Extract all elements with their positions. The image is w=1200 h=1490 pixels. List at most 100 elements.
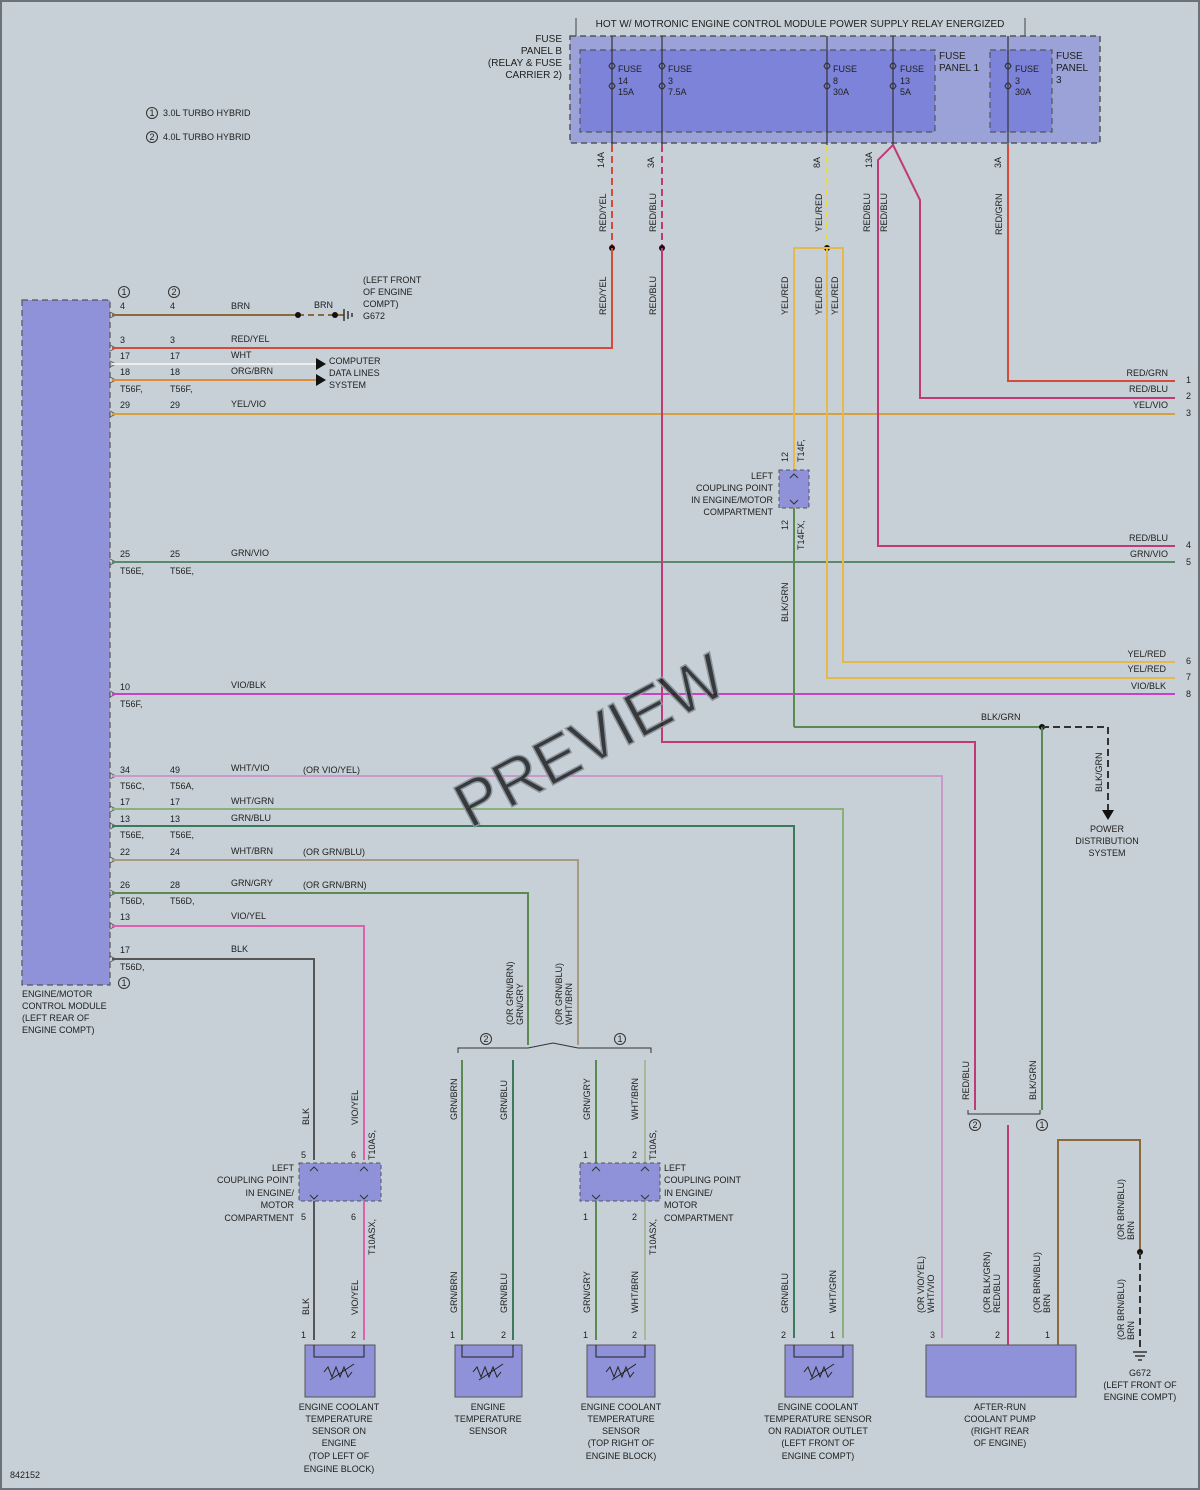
svg-text:RED/BLU: RED/BLU — [1129, 533, 1168, 543]
svg-text:25: 25 — [170, 549, 180, 559]
pump-variant-2: 2 — [972, 1120, 977, 1130]
svg-text:5: 5 — [1186, 557, 1191, 567]
ground-bottom-icon — [1133, 1351, 1147, 1361]
svg-text:(OR GRN/BLU): (OR GRN/BLU) — [554, 963, 564, 1025]
svg-text:T56D,: T56D, — [170, 896, 195, 906]
variant-note-6: (OR BRN/BLU) BRN — [1116, 1179, 1136, 1240]
svg-text:2: 2 — [632, 1212, 637, 1222]
coupling-top-conn-a: T14F, — [796, 439, 806, 462]
svg-text:T56D,: T56D, — [120, 896, 145, 906]
svg-text:ENGINE BLOCK): ENGINE BLOCK) — [304, 1464, 375, 1474]
svg-text:YEL/RED: YEL/RED — [780, 276, 790, 315]
svg-text:2: 2 — [995, 1330, 1000, 1340]
variant-note-5: (OR BRN/BLU) BRN — [1032, 1252, 1052, 1313]
svg-text:GRN/VIO: GRN/VIO — [1130, 549, 1168, 559]
svg-text:T56C,: T56C, — [120, 781, 145, 791]
svg-text:COOLANT PUMP: COOLANT PUMP — [964, 1414, 1036, 1424]
svg-text:28: 28 — [170, 880, 180, 890]
svg-text:WHT: WHT — [231, 350, 252, 360]
svg-text:3: 3 — [930, 1330, 935, 1340]
coupling-top-pin-b: 12 — [780, 520, 790, 530]
left-coupling-point-top — [778, 469, 810, 509]
svg-text:17: 17 — [120, 351, 130, 361]
svg-text:15A: 15A — [618, 87, 634, 97]
middle-branch-wire-labels: GRN/BRN GRN/BLU GRN/GRY WHT/BRN GRN/BRN … — [449, 1078, 838, 1313]
diagram-id: 842152 — [10, 1470, 40, 1480]
svg-text:T56F,: T56F, — [170, 384, 193, 394]
svg-text:T56E,: T56E, — [120, 830, 144, 840]
svg-text:WHT/VIO: WHT/VIO — [231, 763, 270, 773]
svg-text:30A: 30A — [1015, 87, 1031, 97]
svg-text:DISTRIBUTION: DISTRIBUTION — [1075, 836, 1139, 846]
svg-text:WHT/VIO: WHT/VIO — [926, 1275, 936, 1314]
svg-text:14: 14 — [618, 76, 628, 86]
svg-text:SENSOR: SENSOR — [602, 1426, 641, 1436]
svg-text:(OR GRN/BRN): (OR GRN/BRN) — [303, 880, 367, 890]
branch-wire-blk-bottom: BLK — [301, 1298, 311, 1315]
svg-text:3: 3 — [1015, 76, 1020, 86]
fuse-3: FUSE 3 7.5A — [658, 36, 692, 145]
pump-wire-redblu: RED/BLU — [961, 1061, 971, 1100]
svg-text:IN ENGINE/: IN ENGINE/ — [245, 1188, 294, 1198]
svg-text:13: 13 — [120, 814, 130, 824]
svg-text:(OR VIO/YEL): (OR VIO/YEL) — [303, 765, 360, 775]
svg-text:COUPLING POINT: COUPLING POINT — [696, 483, 774, 493]
svg-text:PANEL B: PANEL B — [521, 46, 562, 57]
svg-text:(OR BLK/GRN): (OR BLK/GRN) — [982, 1251, 992, 1313]
variant-note-2: (OR GRN/BLU) WHT/BRN — [554, 963, 574, 1025]
right-output-labels: RED/GRN 1 RED/BLU 2 YEL/VIO 3 RED/BLU 4 … — [1126, 368, 1191, 699]
svg-text:COMPUTER: COMPUTER — [329, 356, 381, 366]
computer-data-lines-label: COMPUTER DATA LINES SYSTEM — [329, 356, 381, 390]
svg-text:26: 26 — [120, 880, 130, 890]
svg-text:13: 13 — [120, 912, 130, 922]
svg-text:T56F,: T56F, — [120, 699, 143, 709]
svg-text:5A: 5A — [900, 87, 911, 97]
svg-text:3: 3 — [120, 335, 125, 345]
svg-text:FUSE: FUSE — [939, 51, 966, 62]
svg-text:YEL/RED: YEL/RED — [1127, 664, 1166, 674]
ecm-module — [21, 299, 111, 986]
svg-text:T56E,: T56E, — [170, 830, 194, 840]
svg-text:TEMPERATURE SENSOR: TEMPERATURE SENSOR — [764, 1414, 872, 1424]
svg-text:GRN/BLU: GRN/BLU — [780, 1273, 790, 1313]
svg-text:RED/BLU: RED/BLU — [992, 1274, 1002, 1313]
svg-text:BRN: BRN — [1042, 1294, 1052, 1313]
svg-text:ORG/BRN: ORG/BRN — [231, 366, 273, 376]
ecm-col2-marker: 2 — [171, 287, 176, 297]
svg-text:5: 5 — [301, 1212, 306, 1222]
svg-text:8: 8 — [833, 76, 838, 86]
coupling-left-pins: 5 6 5 6 T10AS, T10ASX, — [301, 1130, 377, 1255]
svg-text:MOTOR: MOTOR — [261, 1200, 295, 1210]
svg-text:SYSTEM: SYSTEM — [329, 380, 366, 390]
engine-coolant-temp-sensor-top-right: 1 2 ENGINE COOLANT TEMPERATURE SENSOR (T… — [581, 1330, 662, 1461]
svg-text:VIO/BLK: VIO/BLK — [231, 680, 266, 690]
svg-text:2: 2 — [1186, 391, 1191, 401]
svg-text:RED/YEL: RED/YEL — [598, 193, 608, 232]
svg-text:GRN/BRN: GRN/BRN — [449, 1271, 459, 1313]
fuse-panel-1-label: FUSE PANEL 1 — [939, 51, 979, 74]
arrow-down-icon — [1102, 810, 1114, 820]
svg-text:T56E,: T56E, — [170, 566, 194, 576]
coupling-right-pins: 1 2 1 2 T10AS, T10ASX, — [583, 1130, 658, 1255]
pump-wire-blkgrn: BLK/GRN — [1028, 1060, 1038, 1100]
svg-text:3: 3 — [1186, 408, 1191, 418]
svg-text:34: 34 — [120, 765, 130, 775]
svg-text:FUSE: FUSE — [668, 64, 692, 74]
svg-text:22: 22 — [120, 847, 130, 857]
svg-text:RED/BLU: RED/BLU — [648, 276, 658, 315]
svg-text:WHT/GRN: WHT/GRN — [828, 1270, 838, 1313]
blk-grn-junction-label: BLK/GRN — [981, 712, 1021, 722]
svg-text:T56E,: T56E, — [120, 566, 144, 576]
svg-text:LEFT: LEFT — [664, 1163, 687, 1173]
wire-amp-3a: 3A — [646, 157, 656, 168]
coupling-right-label: LEFT COUPLING POINT IN ENGINE/ MOTOR COM… — [664, 1163, 742, 1223]
variant-note-1: (OR GRN/BRN) GRN/GRY — [505, 962, 525, 1026]
svg-text:6: 6 — [351, 1212, 356, 1222]
ecm-bottom-marker: 1 — [121, 978, 126, 988]
wire-amp-8a: 8A — [812, 157, 822, 168]
svg-text:YEL/RED: YEL/RED — [814, 193, 824, 232]
wire-amp-3a-panel3: 3A — [993, 157, 1003, 168]
svg-text:GRN/BRN: GRN/BRN — [449, 1078, 459, 1120]
fuse-8: FUSE 8 30A — [823, 36, 857, 145]
